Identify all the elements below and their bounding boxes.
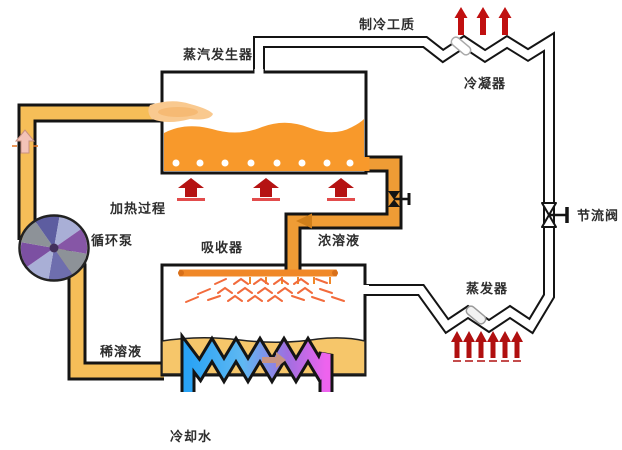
evaporator-slug-icon (465, 305, 487, 325)
spray-droplets (185, 277, 345, 303)
label-condenser: 冷凝器 (464, 76, 507, 91)
solution-jet-flame (148, 101, 213, 122)
flow-arrow-left-icon (296, 213, 312, 229)
circulation-pump-icon (18, 214, 90, 282)
label-steam-generator: 蒸汽发生器 (183, 47, 254, 62)
cooling-water-coil (180, 331, 334, 392)
label-throttle-valve: 节流阀 (577, 208, 620, 223)
label-dilute-solution: 稀溶液 (100, 344, 143, 359)
label-cooling-water: 冷却水 (170, 429, 213, 444)
label-evaporator: 蒸发器 (466, 281, 509, 296)
absorber-vapor-inlet (361, 285, 369, 294)
generator-vapor-outlet (254, 69, 264, 76)
refrigerant-pipe (253, 31, 555, 335)
evaporator-heat-arrows-icon (451, 331, 523, 362)
heating-arrows-icon (177, 178, 355, 201)
solution-valve-icon (388, 191, 411, 207)
label-circulation-pump: 循环泵 (91, 233, 134, 248)
cooling-flow-arrow-icon (262, 352, 286, 368)
concentrated-solution-pipe (284, 155, 403, 273)
label-concentrated-solution: 浓溶液 (318, 233, 361, 248)
boiling-bubbles (172, 159, 354, 167)
condensate-slug-icon (450, 36, 472, 56)
label-heating-process: 加热过程 (110, 201, 167, 216)
generator-solution-outlet (361, 157, 370, 171)
condenser-heat-arrows-icon (454, 7, 512, 35)
generator-liquid (164, 119, 364, 171)
throttle-valve-icon (541, 202, 569, 228)
label-absorber: 吸收器 (201, 240, 244, 255)
flow-up-arrow-icon (12, 129, 38, 154)
label-refrigerant: 制冷工质 (359, 17, 416, 32)
